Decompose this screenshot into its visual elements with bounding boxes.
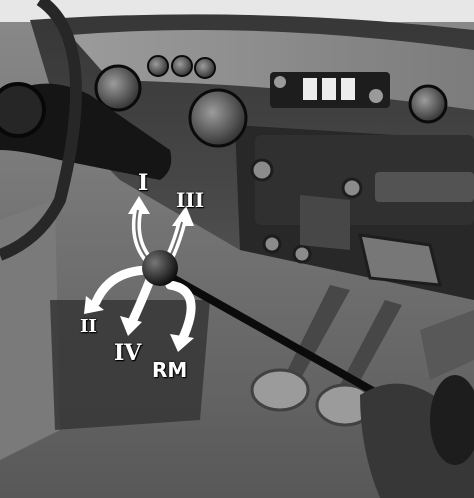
arrow-heads (84, 196, 194, 352)
toggle-switch-1 (303, 78, 317, 100)
steering-wheel-rim (0, 0, 82, 261)
radio-slot (375, 172, 474, 202)
small-gauge-2 (171, 55, 193, 77)
dash-knob-3 (262, 234, 282, 254)
gear-label-first: I (138, 170, 149, 196)
accelerator-pedal (420, 310, 474, 380)
pedal-arm-2 (340, 300, 402, 390)
small-gauge-1 (147, 55, 169, 77)
horn-hub (0, 82, 46, 138)
dash-knob-2 (341, 177, 363, 199)
gear-lever-shaft (158, 268, 384, 399)
toggle-switch-3 (341, 78, 355, 100)
placard (300, 195, 350, 250)
pedal-arm-1 (285, 285, 350, 380)
knob-1 (274, 76, 286, 88)
gear-label-third: III (176, 188, 205, 212)
dash-knob-4 (292, 244, 312, 264)
clutch-pedal (250, 368, 310, 412)
boot-shadow (430, 375, 474, 465)
tachometer-gauge (94, 64, 142, 112)
kick-panel (0, 200, 60, 460)
gear-label-second: II (80, 316, 97, 337)
arrowhead-third (172, 206, 194, 226)
toggle-switch-2 (322, 78, 336, 100)
gear-label-reverse: RM (152, 358, 188, 382)
ashtray (358, 233, 442, 287)
arrow-to-reverse (165, 280, 196, 345)
speedometer-gauge (188, 88, 248, 148)
arrowhead-reverse (170, 334, 194, 352)
arrowhead-second (84, 296, 104, 314)
arrowhead-first (128, 196, 150, 214)
arrowhead-fourth (120, 316, 142, 336)
console-pocket (50, 300, 210, 430)
knob-2 (369, 89, 383, 103)
gear-label-fourth: IV (114, 340, 142, 366)
gear-knob (142, 250, 178, 286)
arrow-to-fourth (127, 275, 155, 327)
small-gauge-3 (194, 57, 216, 79)
clock-gauge (408, 84, 448, 124)
dash-knob-1 (250, 158, 274, 182)
